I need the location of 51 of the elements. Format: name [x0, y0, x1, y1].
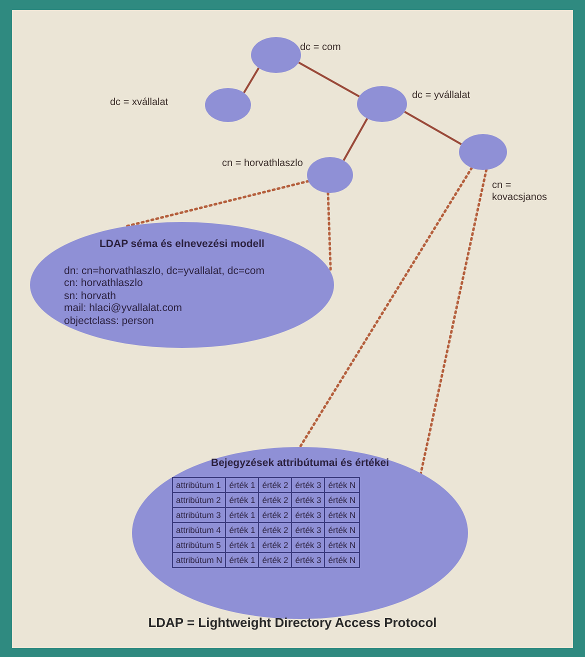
table-cell: attribútum N	[172, 552, 226, 568]
table-cell: érték 3	[292, 552, 325, 568]
node-label: dc = yvállalat	[412, 90, 470, 102]
caption: LDAP = Lightweight Directory Access Protocol	[147, 615, 438, 630]
table-cell: érték N	[324, 492, 360, 508]
attribute-line: objectclass: person	[64, 314, 154, 328]
table-cell: attribútum 3	[172, 508, 226, 522]
table-cell: attribútum 2	[172, 492, 226, 508]
ellipse-heading: Bejegyzések attribútumai és értékei	[210, 457, 390, 470]
table-cell: attribútum 5	[172, 538, 226, 552]
tree-line	[342, 118, 368, 161]
node-label: cn = horvathlaszlo	[222, 158, 303, 170]
node-label: cn = kovacsjanos	[492, 180, 548, 203]
node-label: dc = xvállalat	[110, 97, 168, 108]
dotted-connector	[124, 180, 310, 228]
dotted-connector	[326, 192, 332, 274]
node-label: dc = com	[300, 42, 341, 54]
table-cell: érték 3	[292, 492, 325, 508]
table-cell: attribútum 4	[172, 522, 226, 538]
table-cell: érték 1	[226, 522, 259, 538]
dotted-connector	[420, 168, 488, 474]
table-cell: érték 3	[292, 538, 325, 552]
table-cell: érték N	[324, 538, 360, 552]
table-cell: érték 1	[226, 538, 259, 552]
tree-line	[298, 62, 360, 98]
attribute-line: cn: horvathlaszlo	[64, 277, 143, 290]
table-cell: érték N	[324, 522, 360, 538]
table-cell: érték N	[324, 508, 360, 522]
table-cell: érték 1	[226, 478, 259, 492]
table-cell: érték 3	[292, 478, 325, 492]
table-cell: érték 2	[258, 478, 292, 492]
ellipse-heading: LDAP séma és elnevezési modell	[98, 238, 266, 251]
table-cell: érték N	[324, 478, 360, 492]
table-cell: attribútum 1	[172, 478, 226, 492]
table-cell: érték 1	[226, 492, 259, 508]
tree-line	[243, 67, 260, 94]
table-cell: érték 2	[258, 522, 292, 538]
table-cell: érték 3	[292, 508, 325, 522]
table-cell: érték 3	[292, 522, 325, 538]
attribute-line: sn: horvath	[64, 290, 116, 302]
attribute-line: mail: hlaci@yvallalat.com	[64, 302, 182, 315]
table-cell: érték 2	[258, 538, 292, 552]
table-cell: érték 2	[258, 552, 292, 568]
table-cell: érték 1	[226, 508, 259, 522]
tree-line	[404, 110, 462, 146]
table-cell: érték N	[324, 552, 360, 568]
dotted-connector	[298, 166, 473, 448]
table-cell: érték 1	[226, 552, 259, 568]
table-cell: érték 2	[258, 492, 292, 508]
table-cell: érték 2	[258, 508, 292, 522]
attribute-line: dn: cn=horvathlaszlo, dc=yvallalat, dc=com	[64, 264, 264, 278]
